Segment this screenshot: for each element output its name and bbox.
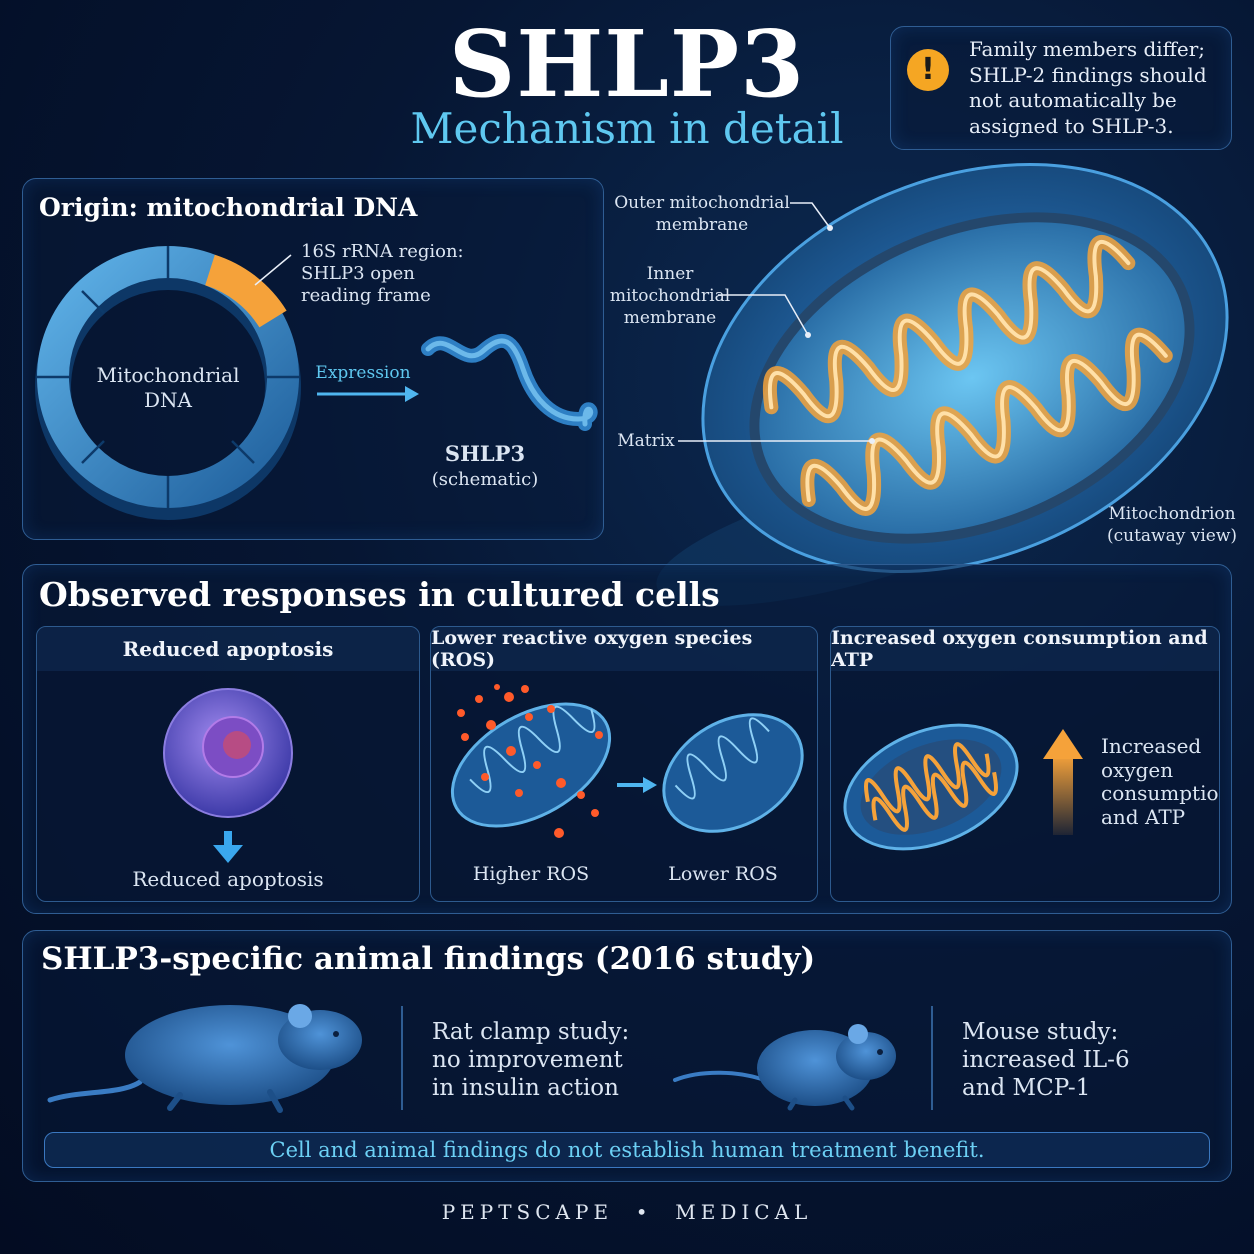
responses-heading: Observed responses in cultured cells	[39, 575, 720, 614]
rat-icon	[47, 1004, 362, 1113]
peptide-sublabel: (schematic)	[431, 469, 539, 490]
matrix-label: Matrix	[617, 431, 675, 451]
peptide-label: SHLP3	[444, 441, 526, 466]
region-label: 16S rRNA region: SHLP3 open reading fram…	[301, 241, 464, 306]
exclamation-icon: !	[907, 49, 949, 91]
disclaimer-banner: Cell and animal findings do not establis…	[44, 1132, 1210, 1168]
higher-ros-caption: Higher ROS	[472, 863, 590, 885]
inner-membrane-label: Inner mitochondrial membrane	[609, 264, 731, 328]
animal-heading: SHLP3-specific animal findings (2016 stu…	[41, 941, 816, 977]
mitochondrion-caption: Mitochondrion (cutaway view)	[1106, 504, 1238, 546]
warning-text: Family members differ; SHLP-2 findings s…	[969, 37, 1207, 138]
apoptosis-header: Reduced apoptosis	[37, 627, 419, 671]
mtdna-ring	[35, 246, 598, 520]
rat-study-text: Rat clamp study: no improvement in insul…	[432, 1019, 630, 1101]
oxygen-caption: Increased oxygen consumption and ATP	[1101, 734, 1220, 829]
page-subtitle: Mechanism in detail	[410, 104, 844, 153]
mouse-study-text: Mouse study: increased IL-6 and MCP-1	[962, 1019, 1130, 1101]
oxygen-card: Increased oxygen consumption and ATP Inc…	[830, 626, 1220, 902]
cell-illustration	[163, 688, 293, 863]
mouse-icon	[673, 1024, 896, 1111]
origin-panel: Origin: mitochondrial DNA	[22, 178, 604, 540]
ros-card: Lower reactive oxygen species (ROS) High…	[430, 626, 818, 902]
lower-ros-caption: Lower ROS	[668, 863, 778, 885]
ros-header: Lower reactive oxygen species (ROS)	[431, 627, 817, 671]
oxygen-header: Increased oxygen consumption and ATP	[831, 627, 1219, 671]
outer-membrane-label: Outer mitochondrial membrane	[614, 193, 790, 235]
ring-label: Mitochondrial DNA	[96, 363, 240, 412]
expression-label: Expression	[315, 363, 411, 383]
footer-brand: PEPTSCAPE • MEDICAL	[441, 1200, 813, 1224]
origin-heading: Origin: mitochondrial DNA	[39, 193, 418, 222]
oxygen-illustration	[843, 723, 1083, 851]
page-title: SHLP3	[448, 10, 806, 118]
warning-box: ! Family members differ; SHLP-2 findings…	[890, 26, 1232, 150]
apoptosis-card: Reduced apoptosis Reduced apoptosis	[36, 626, 420, 902]
apoptosis-caption: Reduced apoptosis	[132, 867, 324, 891]
ros-illustration	[450, 684, 804, 838]
